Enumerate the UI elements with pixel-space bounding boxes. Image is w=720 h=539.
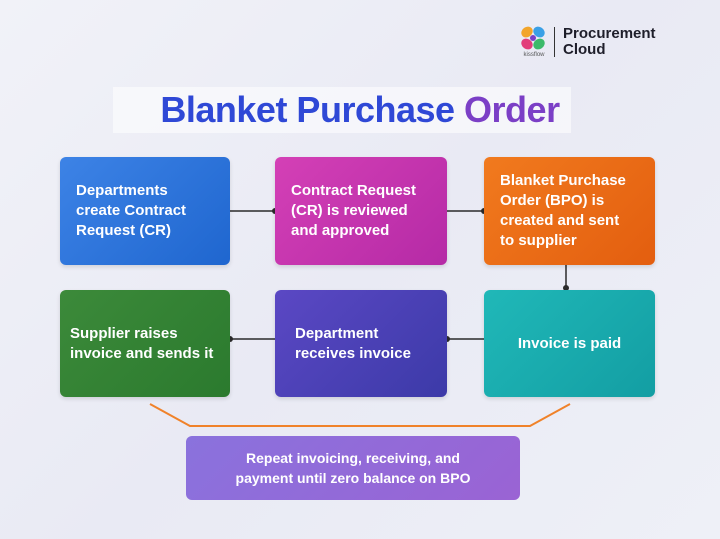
step-supplier-raises-invoice: Supplier raises invoice and sends it (60, 290, 230, 397)
step-1-text: Departments create Contract Request (CR) (76, 182, 187, 239)
brand-logo: kissflow Procurement Cloud (518, 24, 656, 60)
step-2-text: Contract Request (CR) is reviewed and ap… (291, 182, 417, 239)
title-part-1: Blanket Purchase (160, 89, 455, 130)
page-title: Blanket Purchase Order (0, 89, 720, 131)
step-6-text: Invoice is paid (517, 334, 622, 352)
step-5-text: Department receives invoice (295, 324, 411, 362)
step-invoice-paid: Invoice is paid (484, 290, 655, 397)
step-department-receives-invoice: Department receives invoice (275, 290, 447, 397)
repeat-note: Repeat invoicing, receiving, and payment… (186, 436, 520, 500)
step-4-text: Supplier raises invoice and sends it (70, 324, 214, 362)
logo-divider (554, 27, 555, 57)
brand-name: Procurement Cloud (563, 26, 656, 58)
repeat-text: Repeat invoicing, receiving, and payment… (235, 450, 471, 486)
connector-dot-3 (563, 285, 569, 291)
step-cr-reviewed: Contract Request (CR) is reviewed and ap… (275, 157, 447, 265)
title-highlight (113, 87, 571, 133)
step-bpo-created: Blanket Purchase Order (BPO) is created … (484, 157, 655, 265)
brand-name-text: Procurement Cloud (563, 25, 656, 58)
flower-logo-icon: kissflow (518, 24, 548, 60)
brand-subtext: kissflow (523, 52, 545, 58)
step-3-text: Blanket Purchase Order (BPO) is created … (500, 172, 626, 249)
title-part-2: Order (464, 89, 560, 130)
step-departments-create-cr: Departments create Contract Request (CR) (60, 157, 230, 265)
repeat-bracket (149, 403, 571, 427)
